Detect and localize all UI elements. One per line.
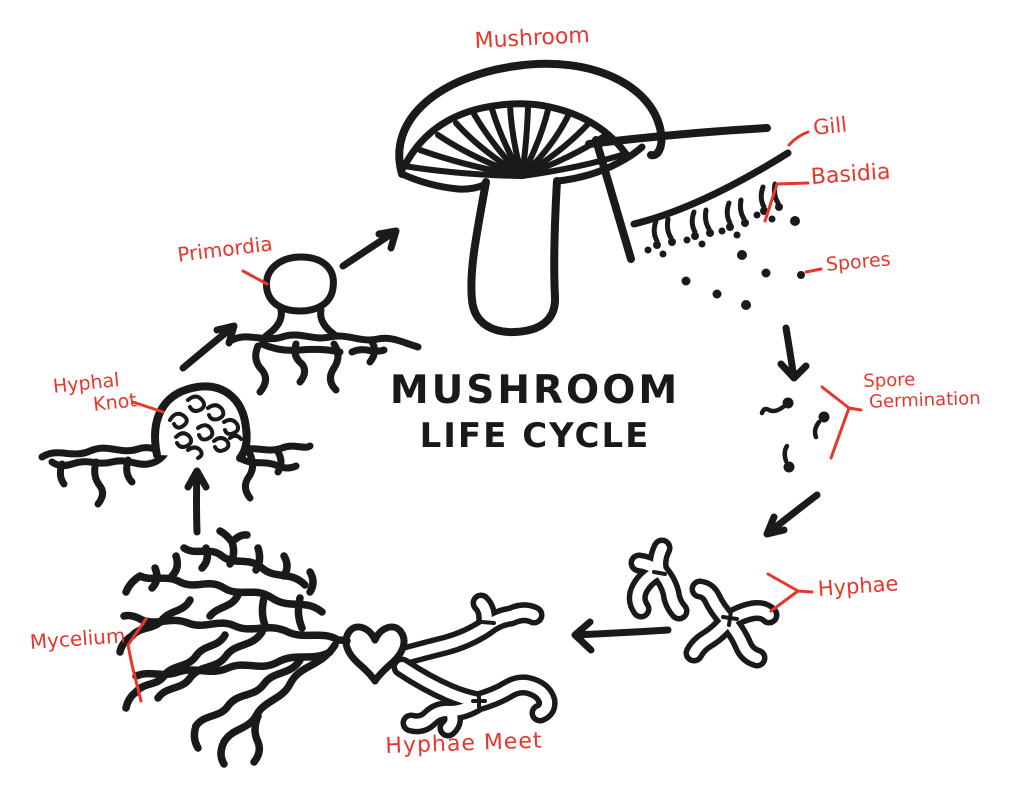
heart-symbol — [342, 623, 408, 685]
mushroom-drawing — [395, 59, 666, 337]
hyphae-drawing — [626, 537, 780, 669]
mycelium-drawing — [116, 527, 351, 768]
label-hyphal-knot-line2: Knot — [92, 389, 138, 416]
hyphae-bracket — [766, 572, 814, 613]
primordia-drawing — [226, 253, 422, 396]
gill-pointer — [787, 130, 810, 147]
spores-drawing — [681, 216, 805, 310]
arrow-spores-to-germination — [777, 324, 810, 382]
arrow-hyphae-to-meet — [571, 618, 672, 654]
title-line-1: MUSHROOM — [389, 368, 681, 413]
basidia-drawing — [644, 181, 783, 258]
gill-section-drawing — [585, 124, 792, 263]
label-gill: Gill — [812, 112, 849, 140]
arrow-primordia-to-mushroom — [339, 227, 400, 270]
diagram-title: MUSHROOM LIFE CYCLE — [375, 368, 695, 456]
label-spore-germination-line2: Germination — [868, 387, 981, 413]
hyphae-meet-drawing — [342, 592, 558, 739]
plus-mark — [721, 609, 739, 627]
plus-mark — [471, 693, 487, 709]
label-pointers — [126, 130, 863, 703]
arrow-mycelium-to-knot — [184, 467, 210, 536]
primordia-pointer — [241, 269, 269, 286]
title-line-2: LIFE CYCLE — [419, 416, 651, 456]
spores-pointer — [804, 267, 823, 274]
arrow-germination-to-hyphae — [763, 491, 821, 538]
spore-germination-bracket — [820, 385, 863, 460]
cycle-arrows — [179, 227, 821, 654]
hyphal-knot-drawing — [38, 382, 314, 508]
basidia-pointer — [763, 181, 810, 223]
arrow-knot-to-primordia — [179, 322, 238, 372]
mycelium-bracket — [126, 617, 148, 703]
label-hyphal-knot: Hyphal Knot — [52, 367, 138, 419]
hyphal-knot-pointer — [131, 400, 165, 414]
spore-germination-drawing — [759, 397, 830, 473]
label-spore-germination: Spore Germination — [863, 367, 981, 413]
